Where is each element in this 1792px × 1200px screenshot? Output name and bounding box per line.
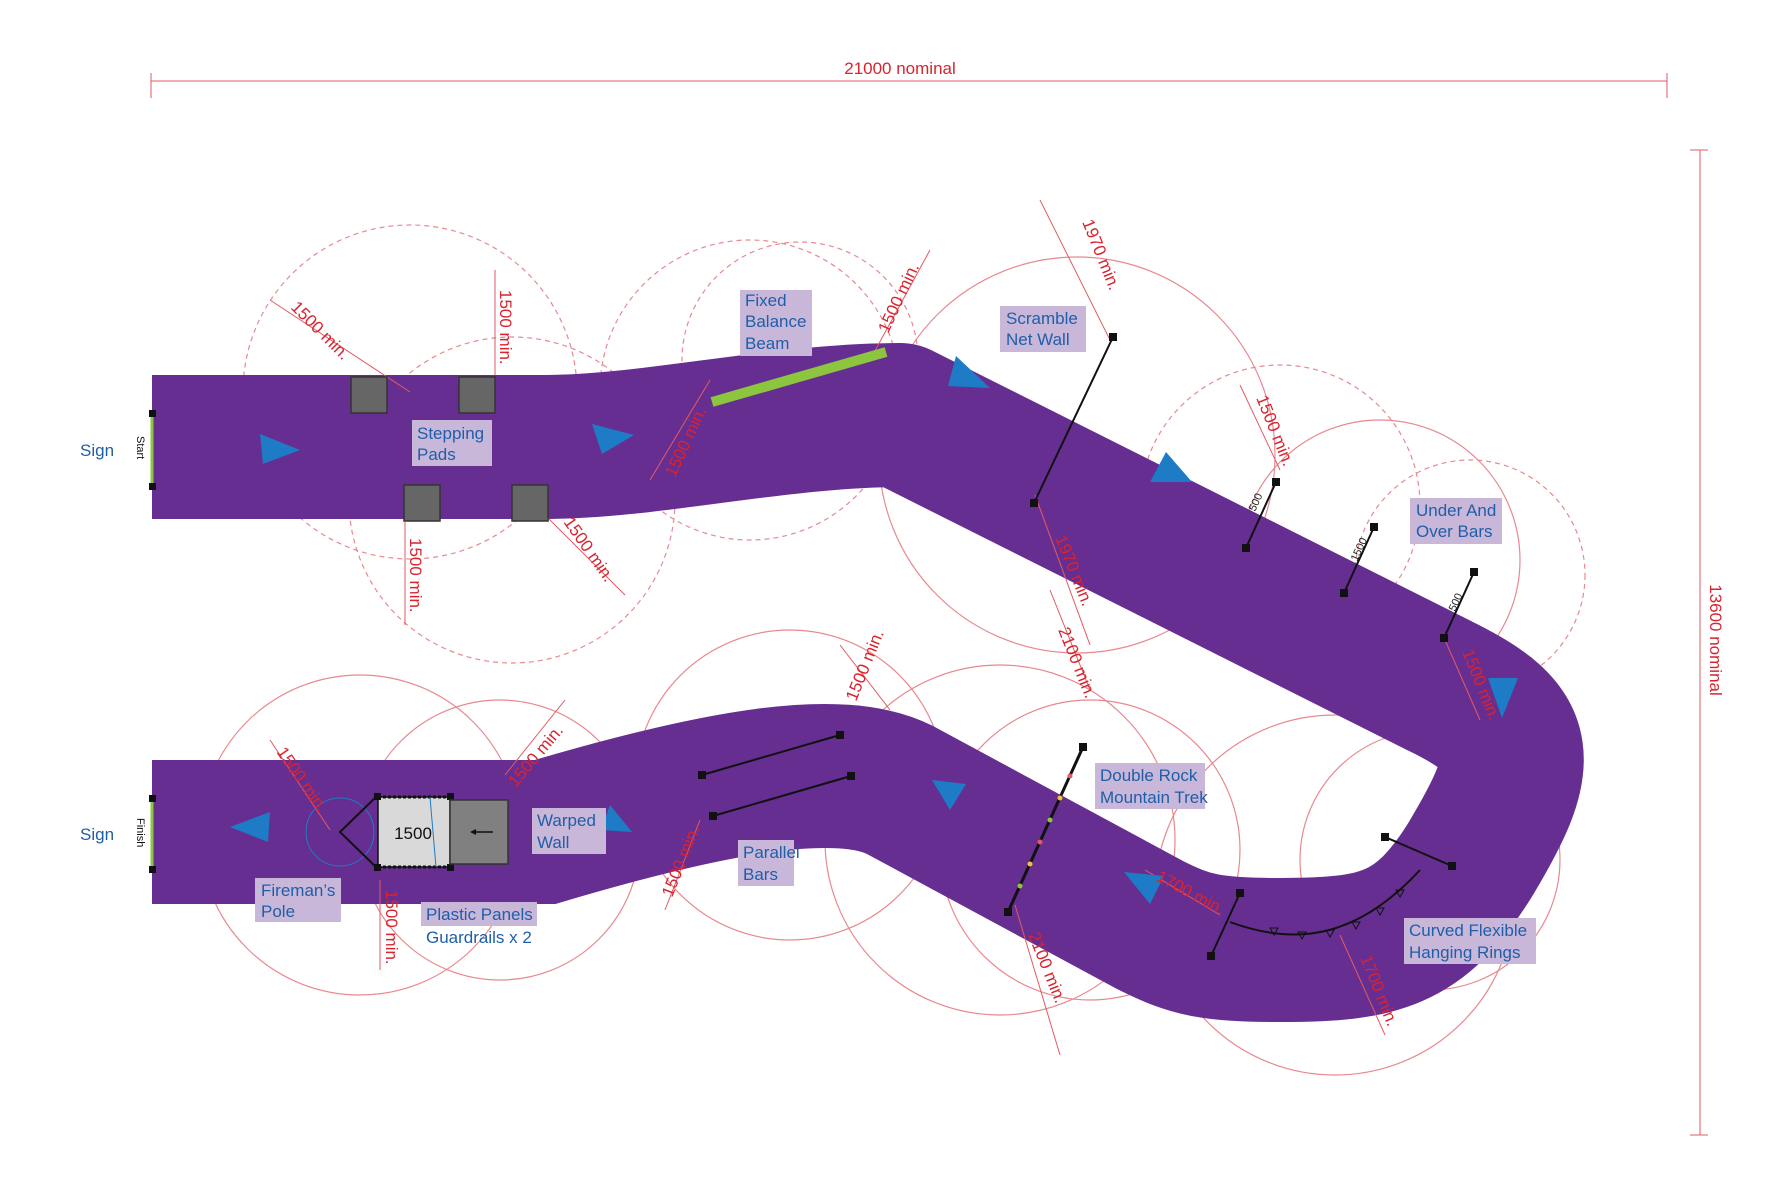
direction-arrow-icon [932,780,966,810]
overall-width-dimension: 21000 nominal [150,59,1668,98]
station-under-over-bars: Under And Over Bars [1416,501,1496,541]
svg-text:Scramble: Scramble [1006,309,1078,328]
overall-height-label: 13600 nominal [1706,584,1725,696]
direction-arrow-icon [260,434,300,464]
overall-height-dimension: 13600 nominal [1690,149,1725,1136]
svg-text:Stepping: Stepping [417,424,484,443]
svg-text:1500: 1500 [1349,536,1370,563]
svg-text:1500 min.: 1500 min. [496,290,515,365]
svg-text:Plastic Panels: Plastic Panels [426,905,533,924]
svg-text:Double Rock: Double Rock [1100,766,1198,785]
svg-text:Pole: Pole [261,902,295,921]
station-scramble-net: Scramble Net Wall [1006,309,1078,349]
svg-text:Balance: Balance [745,312,806,331]
svg-text:1500 min.: 1500 min. [874,260,923,336]
station-firemans-pole: Fireman’s Pole [261,881,335,921]
track [152,343,1584,1022]
platform-size-label: 1500 [394,824,432,843]
svg-text:Parallel: Parallel [743,843,800,862]
balance-beam [710,347,888,407]
svg-text:Pads: Pads [417,445,456,464]
svg-text:Warped: Warped [537,811,596,830]
svg-text:Under And: Under And [1416,501,1496,520]
station-plastic-panels: Plastic Panels Guardrails x 2 [426,905,533,947]
svg-text:1500 min.: 1500 min. [287,297,353,363]
sign-top: Sign [80,441,114,460]
parallel-bars [698,731,855,820]
station-parallel-bars: Parallel Bars [743,843,800,884]
svg-text:Wall: Wall [537,833,569,852]
overall-width-label: 21000 nominal [844,59,956,78]
direction-arrow-icon [230,812,270,842]
direction-arrow-icon [1488,678,1518,718]
station-curved-rings: Curved Flexible Hanging Rings [1409,921,1527,962]
svg-text:1500 min.: 1500 min. [560,513,618,585]
start-marker: Start [134,410,156,490]
svg-text:2100 min.: 2100 min. [1054,624,1100,700]
station-rock-trek: Double Rock Mountain Trek [1100,766,1208,807]
platform-module: 1500 [305,793,509,871]
svg-text:Guardrails x 2: Guardrails x 2 [426,928,532,947]
svg-text:1970 min.: 1970 min. [1078,216,1124,292]
svg-text:Fireman’s: Fireman’s [261,881,335,900]
svg-text:Mountain Trek: Mountain Trek [1100,788,1208,807]
station-stepping-pads: Stepping Pads [417,424,484,464]
rock-mountain-trek [1004,743,1087,916]
station-warped-wall: Warped Wall [537,811,596,852]
direction-arrow-icon [601,805,632,832]
svg-text:Over Bars: Over Bars [1416,522,1493,541]
stepping-pads [350,376,549,522]
svg-text:Beam: Beam [745,334,789,353]
curved-hanging-rings [1207,833,1456,960]
svg-text:1500 min.: 1500 min. [406,538,425,613]
svg-text:Curved Flexible: Curved Flexible [1409,921,1527,940]
direction-markers [230,356,1518,904]
svg-text:Bars: Bars [743,865,778,884]
direction-arrow-icon [948,356,990,388]
finish-marker: Finish [134,795,156,873]
label-backgrounds [255,290,1536,964]
direction-arrow-icon [592,424,634,454]
svg-text:Net Wall: Net Wall [1006,330,1070,349]
scramble-net-wall [1030,333,1117,507]
svg-text:Hanging Rings: Hanging Rings [1409,943,1521,962]
station-balance-beam: Fixed Balance Beam [745,291,806,353]
svg-text:1500 min.: 1500 min. [842,627,888,703]
svg-text:1500 min.: 1500 min. [382,890,401,965]
start-label: Start [134,436,146,459]
direction-arrow-icon [1150,452,1192,482]
svg-text:Fixed: Fixed [745,291,787,310]
direction-arrow-icon [1124,872,1164,904]
finish-label: Finish [134,818,146,847]
sign-bottom: Sign [80,825,114,844]
